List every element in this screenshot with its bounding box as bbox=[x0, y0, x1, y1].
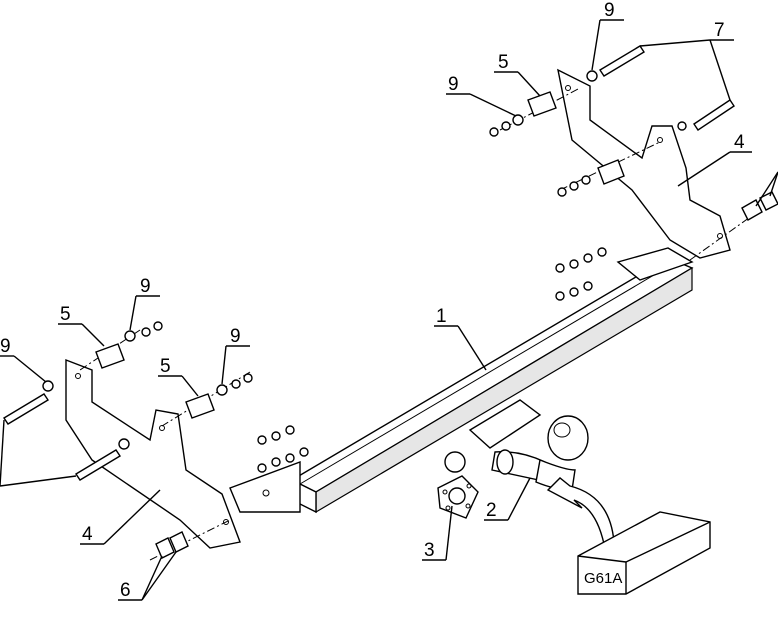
bar-end-plate-left bbox=[229, 460, 301, 513]
label-part-3: 3 bbox=[424, 540, 435, 561]
model-box-label: G61A bbox=[584, 570, 622, 587]
bolt-long-right-mid bbox=[693, 99, 735, 131]
washers-nuts-right bbox=[489, 70, 687, 301]
bolts-small-right bbox=[741, 191, 778, 221]
tow-neck bbox=[468, 399, 589, 491]
bar-end-plate-right bbox=[616, 247, 694, 281]
label-part-4-left: 4 bbox=[82, 524, 93, 545]
model-arrow bbox=[546, 477, 615, 545]
spacer-right bbox=[527, 91, 557, 117]
label-part-9-left-a: 9 bbox=[140, 276, 151, 297]
label-part-7: 7 bbox=[714, 20, 725, 41]
label-part-4-right: 4 bbox=[734, 132, 745, 153]
label-part-5-left-b: 5 bbox=[160, 356, 171, 377]
leader-lines bbox=[0, 19, 778, 601]
label-part-2: 2 bbox=[486, 500, 497, 521]
label-part-6: 6 bbox=[120, 580, 131, 601]
label-part-5-right: 5 bbox=[498, 52, 509, 73]
bracket-left bbox=[65, 358, 241, 549]
bolt-long-left-low bbox=[75, 449, 121, 481]
model-box: G61A bbox=[577, 511, 711, 595]
spacer-left-b bbox=[185, 393, 215, 419]
socket-plate bbox=[437, 451, 479, 519]
washers-nuts-left bbox=[42, 321, 309, 473]
bracket-right bbox=[557, 68, 731, 259]
label-part-1: 1 bbox=[436, 306, 447, 327]
label-part-9-left-far: 9 bbox=[0, 336, 11, 357]
label-part-9-right-top: 9 bbox=[604, 0, 615, 21]
bolt-long-left-top bbox=[3, 393, 49, 425]
part-labels: 1 2 3 4 4 5 5 5 6 7 9 9 9 9 9 bbox=[0, 0, 745, 601]
label-part-9-right-side: 9 bbox=[448, 74, 459, 95]
crossbar bbox=[290, 257, 694, 514]
label-part-9-left-b: 9 bbox=[230, 326, 241, 347]
spacer-right-lower bbox=[597, 159, 625, 185]
bolt-long-right-top bbox=[599, 45, 645, 77]
label-part-5-left-a: 5 bbox=[60, 304, 71, 325]
bolts-small-left bbox=[155, 531, 189, 559]
spacer-left-a bbox=[95, 343, 125, 369]
